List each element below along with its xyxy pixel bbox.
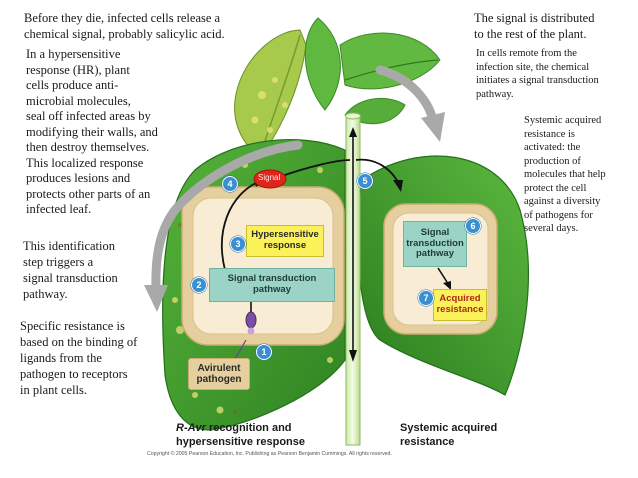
caption-right: Systemic acquired resistance bbox=[400, 422, 498, 448]
step-5-badge: 5 bbox=[357, 173, 373, 189]
step-1-badge: 1 bbox=[256, 344, 272, 360]
avirulent-pathogen-label: Avirulent pathogen bbox=[188, 358, 250, 390]
gray-arrow-left bbox=[151, 140, 303, 295]
step-7-badge: 7 bbox=[418, 290, 434, 306]
gray-arrow-right bbox=[375, 65, 438, 125]
receptor bbox=[245, 311, 257, 329]
step-3-badge: 3 bbox=[230, 236, 246, 252]
top-right-leaf bbox=[339, 32, 441, 90]
top-left-leaf bbox=[234, 29, 307, 156]
step-2-badge: 2 bbox=[191, 277, 207, 293]
left-text-hypersensitive: In a hypersensitive response (HR), plant… bbox=[26, 47, 158, 216]
arrow-pathway-to-signal bbox=[221, 181, 259, 271]
right-text-systemic: Systemic acquired resistance is activate… bbox=[524, 115, 606, 234]
signal-label: Signal bbox=[258, 173, 281, 182]
left-cell-interior bbox=[192, 197, 334, 335]
step-6-badge: 6 bbox=[465, 218, 481, 234]
copyright-notice: Copyright © 2005 Pearson Education, Inc.… bbox=[147, 451, 392, 457]
signal-transduction-box-left: Signal transduction pathway bbox=[209, 268, 335, 302]
arrow-right-pathway-to-resistance bbox=[437, 267, 448, 283]
signal-blob bbox=[253, 169, 287, 189]
top-center-leaf bbox=[304, 17, 341, 111]
right-text-remote-cells: In cells remote from the infection site,… bbox=[476, 48, 599, 100]
caption-left-italic: R-Avr bbox=[176, 422, 206, 434]
signal-transduction-box-right: Signal transduction pathway bbox=[403, 221, 467, 267]
arrow-stem-to-right bbox=[355, 158, 399, 183]
step-4-badge: 4 bbox=[222, 176, 238, 192]
hypersensitive-response-box: Hypersensitive response bbox=[246, 225, 324, 257]
caption-left: R-Avr recognition and hypersensitive res… bbox=[176, 421, 305, 449]
caption-left-rest: recognition and hypersensitive response bbox=[176, 422, 306, 448]
arrow-signal-to-stem bbox=[281, 159, 351, 177]
right-text-signal-distributed: The signal is distributed to the rest of… bbox=[474, 11, 595, 41]
left-text-specific-resistance: Specific resistance is based on the bind… bbox=[20, 319, 138, 397]
left-text-identification: This identification step triggers a sign… bbox=[23, 239, 118, 301]
left-text-signal-release: Before they die, infected cells release … bbox=[24, 11, 225, 41]
acquired-resistance-box: Acquired resistance bbox=[433, 289, 487, 321]
